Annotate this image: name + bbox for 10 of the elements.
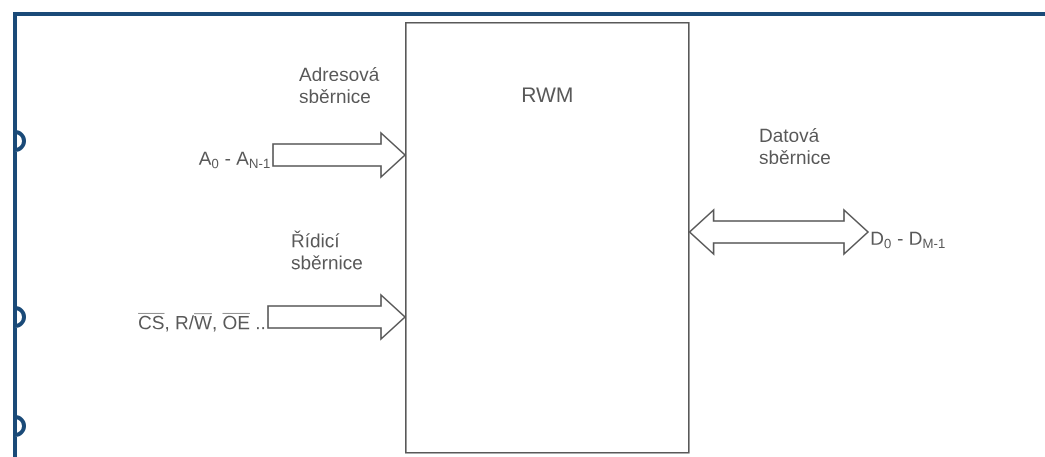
memory-block-box: RWM [405, 22, 690, 454]
bus-signal-label: D$_{0}$ - D$_{M-1}$ [871, 231, 945, 249]
bus-arrow [688, 208, 870, 256]
edge-label: Řídicí sběrnice [291, 230, 362, 270]
edge-label: Datová sběrnice [759, 127, 830, 165]
bus-arrow [272, 131, 407, 179]
edge-label: Adresová sběrnice [299, 66, 380, 104]
bus-arrow [267, 293, 407, 341]
bus-signal-label: A$_{0}$ - A$_{N-1}$ [198, 151, 270, 169]
bus-signal-label: $\overline{\text{CS}}\text{, R/}\overline{\text{W}}\text{, }\overline{\text{OE}}\text{ ..}$ [138, 313, 265, 332]
